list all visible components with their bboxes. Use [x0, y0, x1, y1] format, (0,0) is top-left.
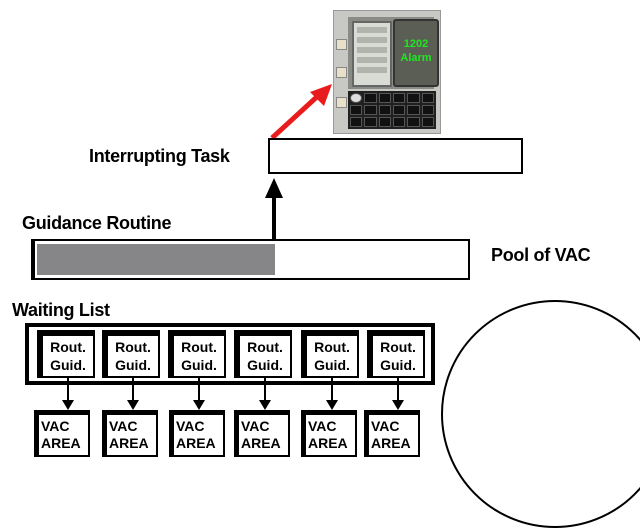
- area-line: AREA: [176, 435, 216, 451]
- routine-guidance-block: Rout. Guid.: [168, 330, 226, 378]
- routine-guidance-text: Rout. Guid.: [373, 336, 423, 376]
- alarm-word: Alarm: [400, 52, 432, 64]
- dsky-status-lights: [352, 21, 392, 87]
- vac-link-arrow: [392, 378, 404, 410]
- dsky-image: 1202 Alarm: [333, 10, 441, 134]
- routine-guidance-text: Rout. Guid.: [307, 336, 357, 376]
- vac-link-arrow: [62, 378, 74, 410]
- routine-line: Rout.: [314, 339, 350, 355]
- guidance-line: Guid.: [247, 357, 283, 373]
- alarm-code: 1202: [403, 38, 429, 50]
- dsky-display: [393, 19, 439, 87]
- alarm-arrow-shaft: [270, 92, 322, 140]
- vac-link-arrow: [127, 378, 139, 410]
- pool-of-vac-label: Pool of VAC: [491, 245, 591, 265]
- vac-line: VAC: [241, 418, 270, 434]
- routine-line: Rout.: [247, 339, 283, 355]
- routine-guidance-block: Rout. Guid.: [367, 330, 425, 378]
- vac-line: VAC: [109, 418, 138, 434]
- routine-line: Rout.: [380, 339, 416, 355]
- interrupt-arrow-head: [265, 178, 283, 198]
- interrupt-arrow: [265, 178, 283, 242]
- routine-guidance-text: Rout. Guid.: [174, 336, 224, 376]
- routine-line: Rout.: [181, 339, 217, 355]
- routine-guidance-text: Rout. Guid.: [43, 336, 93, 376]
- vac-link-arrow: [193, 378, 205, 410]
- waiting-list-label: Waiting List: [12, 300, 110, 320]
- area-line: AREA: [241, 435, 281, 451]
- guidance-line: Guid.: [50, 357, 86, 373]
- routine-guidance-block: Rout. Guid.: [37, 330, 95, 378]
- waiting-list-box: [25, 323, 435, 385]
- dsky-keypad: [348, 91, 436, 129]
- dsky-side-light: [336, 67, 347, 78]
- area-line: AREA: [308, 435, 348, 451]
- routine-guidance-text: Rout. Guid.: [240, 336, 290, 376]
- vac-line: VAC: [41, 418, 70, 434]
- vac-line: VAC: [371, 418, 400, 434]
- guidance-routine-label: Guidance Routine: [22, 213, 172, 233]
- vac-link-arrow: [259, 378, 271, 410]
- pool-of-vac-circle: [441, 300, 640, 528]
- dsky-side-light: [336, 39, 347, 50]
- interrupting-task-box: [268, 138, 523, 174]
- routine-guidance-text: Rout. Guid.: [108, 336, 158, 376]
- guidance-line: Guid.: [380, 357, 416, 373]
- dsky-alarm-text: 1202 Alarm: [396, 37, 436, 65]
- vac-line: VAC: [308, 418, 337, 434]
- area-line: AREA: [41, 435, 81, 451]
- guidance-routine-bar: [31, 239, 470, 280]
- routine-line: Rout.: [50, 339, 86, 355]
- guidance-line: Guid.: [181, 357, 217, 373]
- guidance-line: Guid.: [115, 357, 151, 373]
- interrupt-arrow-shaft: [272, 196, 276, 242]
- alarm-arrow-head: [310, 84, 332, 106]
- routine-line: Rout.: [115, 339, 151, 355]
- guidance-routine-progress: [37, 244, 276, 275]
- interrupting-task-label: Interrupting Task: [89, 146, 230, 166]
- alarm-arrow: [270, 84, 332, 140]
- dsky-side-light: [336, 97, 347, 108]
- routine-guidance-block: Rout. Guid.: [102, 330, 160, 378]
- routine-guidance-block: Rout. Guid.: [234, 330, 292, 378]
- guidance-line: Guid.: [314, 357, 350, 373]
- routine-guidance-block: Rout. Guid.: [301, 330, 359, 378]
- vac-line: VAC: [176, 418, 205, 434]
- vac-link-arrow: [326, 378, 338, 410]
- area-line: AREA: [109, 435, 149, 451]
- area-line: AREA: [371, 435, 411, 451]
